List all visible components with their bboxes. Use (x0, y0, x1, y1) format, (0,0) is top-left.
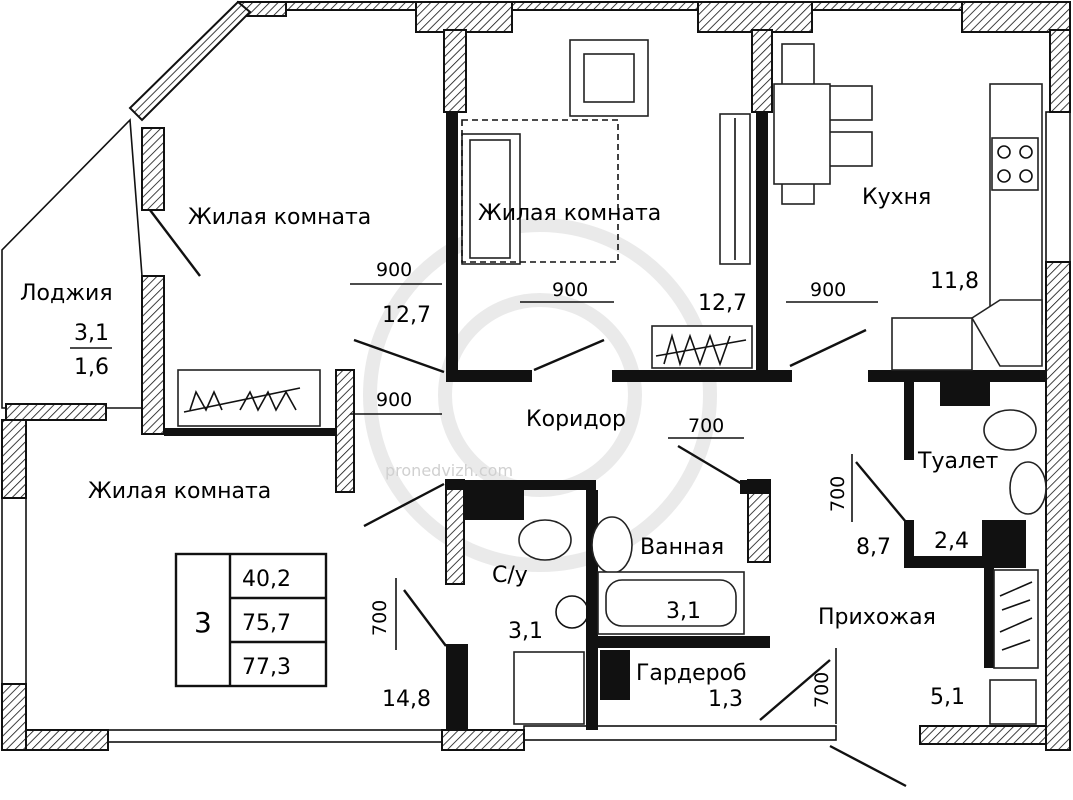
area-summary-table: 3 40,2 75,7 77,3 (174, 552, 328, 688)
area-wardrobe: 1,3 (708, 687, 743, 712)
furniture (177, 39, 1047, 725)
room-label-living-2: Жилая комната (478, 201, 661, 226)
room-label-wardrobe: Гардероб (636, 661, 747, 686)
watermark: pronedvizh.com (363, 218, 717, 572)
summary-total-area: 75,7 (242, 611, 291, 636)
room-labels: Жилая комната Жилая комната Кухня Лоджия… (20, 185, 999, 686)
area-toilet-right: 2,4 (934, 529, 969, 554)
dim-door-toilet: 700 (827, 476, 849, 512)
room-label-living-1: Жилая комната (188, 205, 371, 230)
area-living-3: 14,8 (382, 687, 431, 712)
dim-door-bath: 700 (688, 415, 724, 437)
dim-door-living2: 900 (552, 279, 588, 301)
summary-total-with-loggia: 77,3 (242, 655, 291, 680)
room-label-hall: Прихожая (818, 605, 936, 630)
area-living-1: 12,7 (382, 303, 431, 328)
dim-door-su: 700 (369, 600, 391, 636)
dim-door-living3: 900 (376, 389, 412, 411)
watermark-site: pronedvizh.com (385, 461, 513, 480)
summary-living-area: 40,2 (242, 567, 291, 592)
dim-door-kitchen: 900 (810, 279, 846, 301)
room-label-combined-bath: С/у (492, 563, 528, 588)
area-kitchen: 11,8 (930, 269, 979, 294)
area-labels: 12,7 12,7 11,8 3,1 1,6 14,8 3,1 3,1 1,3 … (70, 269, 979, 712)
room-label-toilet: Туалет (917, 449, 999, 474)
dim-door-wardrobe: 700 (811, 672, 833, 708)
area-toilet-left: 8,7 (856, 535, 891, 560)
room-label-living-3: Жилая комната (88, 479, 271, 504)
dimension-labels: 900 900 900 900 700 700 700 700 (369, 259, 849, 708)
area-loggia-a: 3,1 (74, 321, 109, 346)
area-combined-bath: 3,1 (508, 619, 543, 644)
area-loggia-b: 1,6 (74, 355, 109, 380)
outer-walls (1, 0, 1071, 751)
room-label-loggia: Лоджия (20, 281, 113, 306)
room-label-kitchen: Кухня (862, 185, 931, 210)
door-swings (149, 209, 907, 788)
dim-door-living1: 900 (376, 259, 412, 281)
dimension-lines (350, 283, 878, 724)
room-label-bathroom: Ванная (640, 535, 724, 560)
area-living-2: 12,7 (698, 291, 747, 316)
summary-rooms-count: 3 (194, 606, 212, 639)
area-hall: 5,1 (930, 685, 965, 710)
area-bathroom: 3,1 (666, 599, 701, 624)
room-label-corridor: Коридор (526, 407, 626, 432)
